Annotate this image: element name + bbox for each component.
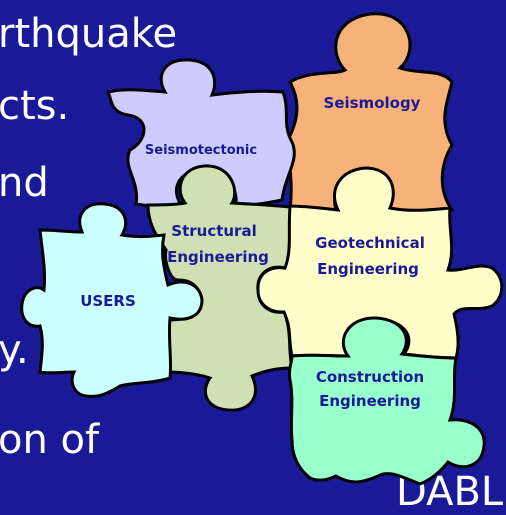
bg-text-line-2: cts. [0,83,70,129]
label-geotechnical-line-2: Engineering [317,260,419,278]
label-construction-line-1: Construction [316,368,424,386]
label-construction-line-2: Engineering [319,392,421,410]
bg-text-line-1: rthquake [0,11,178,57]
label-users: USERS [80,292,136,310]
bg-text-line-4: y. [0,327,29,373]
label-seismology: Seismology [324,94,421,112]
bg-text-line-5: on of [0,417,100,463]
label-structural-line-2: Engineering [167,248,269,266]
label-seismotectonic: Seismotectonic [145,143,257,158]
users-piece-shape [20,202,204,398]
construction-piece-shape [287,316,486,486]
puzzle-diagram: Seismology Seismotectonic Structural Eng… [20,12,504,486]
label-structural-line-1: Structural [171,222,256,240]
label-geotechnical-line-1: Geotechnical [315,234,425,252]
puzzle-piece-construction [287,316,486,486]
bg-text-line-3: nd [0,160,49,206]
puzzle-piece-users [20,202,204,398]
